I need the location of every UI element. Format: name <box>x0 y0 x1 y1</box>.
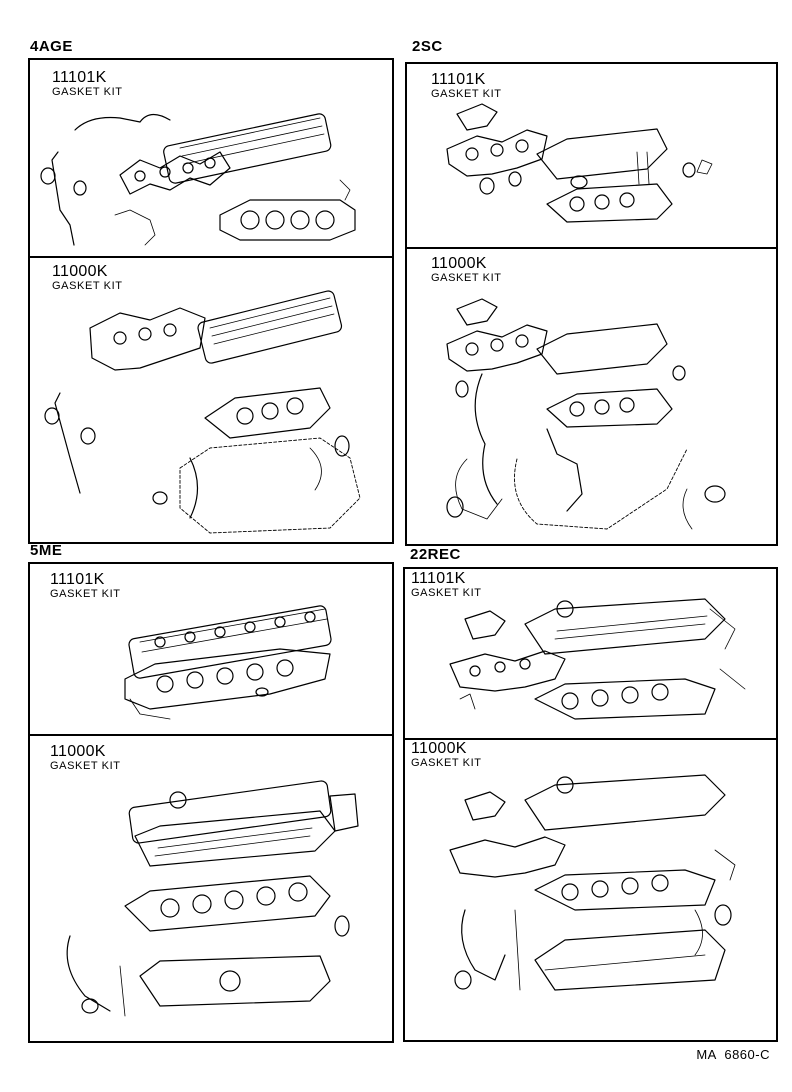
kit-5me-11101k: 11101K GASKET KIT <box>50 572 121 600</box>
kit-5me-11000k: 11000K GASKET KIT <box>50 744 121 772</box>
gasket-diagram-2sc-upper <box>446 103 713 223</box>
kit-part-number: 11101K <box>411 570 466 587</box>
gasket-diagram-4age-lower <box>44 290 361 534</box>
kit-name: GASKET KIT <box>50 760 121 772</box>
panel-5me: 11101K GASKET KIT 11000K GASKET KIT <box>28 562 394 1043</box>
panel-4age: 11101K GASKET KIT 11000K GASKET KIT <box>28 58 394 544</box>
engine-label-2sc: 2SC <box>412 38 443 55</box>
panel-divider <box>405 738 776 740</box>
kit-name: GASKET KIT <box>411 757 482 769</box>
engine-label-5me: 5ME <box>30 542 63 559</box>
kit-part-number: 11000K <box>431 255 487 272</box>
kit-2sc-11101k: 11101K GASKET KIT <box>431 72 502 100</box>
kit-part-number: 11101K <box>431 71 486 88</box>
kit-2sc-11000k: 11000K GASKET KIT <box>431 256 502 284</box>
gasket-diagram-22rec-lower <box>449 774 736 991</box>
kit-part-number: 11000K <box>411 740 467 757</box>
panel-divider <box>407 247 776 249</box>
kit-name: GASKET KIT <box>52 86 123 98</box>
gasket-diagram-22rec-upper <box>449 598 746 720</box>
kit-part-number: 11101K <box>50 571 105 588</box>
engine-label-22rec: 22REC <box>410 546 461 563</box>
kit-4age-11000k: 11000K GASKET KIT <box>52 264 123 292</box>
kit-part-number: 11000K <box>52 263 108 280</box>
reference-code: MA 6860-C <box>696 1047 770 1062</box>
kit-part-number: 11101K <box>52 69 107 86</box>
kit-22rec-11000k: 11000K GASKET KIT <box>411 741 482 769</box>
kit-name: GASKET KIT <box>431 88 502 100</box>
kit-name: GASKET KIT <box>50 588 121 600</box>
kit-part-number: 11000K <box>50 743 106 760</box>
panel-22rec: 11101K GASKET KIT 11000K GASKET KIT <box>403 567 778 1042</box>
kit-name: GASKET KIT <box>431 272 502 284</box>
panel-2sc: 11101K GASKET KIT 11000K GASKET KIT <box>405 62 778 546</box>
engine-label-4age: 4AGE <box>30 38 73 55</box>
panel-divider <box>30 734 392 736</box>
gasket-diagram-5me-lower <box>66 780 359 1017</box>
kit-4age-11101k: 11101K GASKET KIT <box>52 70 123 98</box>
kit-22rec-11101k: 11101K GASKET KIT <box>411 571 482 599</box>
kit-name: GASKET KIT <box>411 587 482 599</box>
gasket-diagram-2sc-lower <box>446 298 726 530</box>
gasket-diagram-4age-upper <box>40 113 356 246</box>
panel-divider <box>30 256 392 258</box>
kit-name: GASKET KIT <box>52 280 123 292</box>
gasket-diagram-5me-upper <box>124 605 332 720</box>
